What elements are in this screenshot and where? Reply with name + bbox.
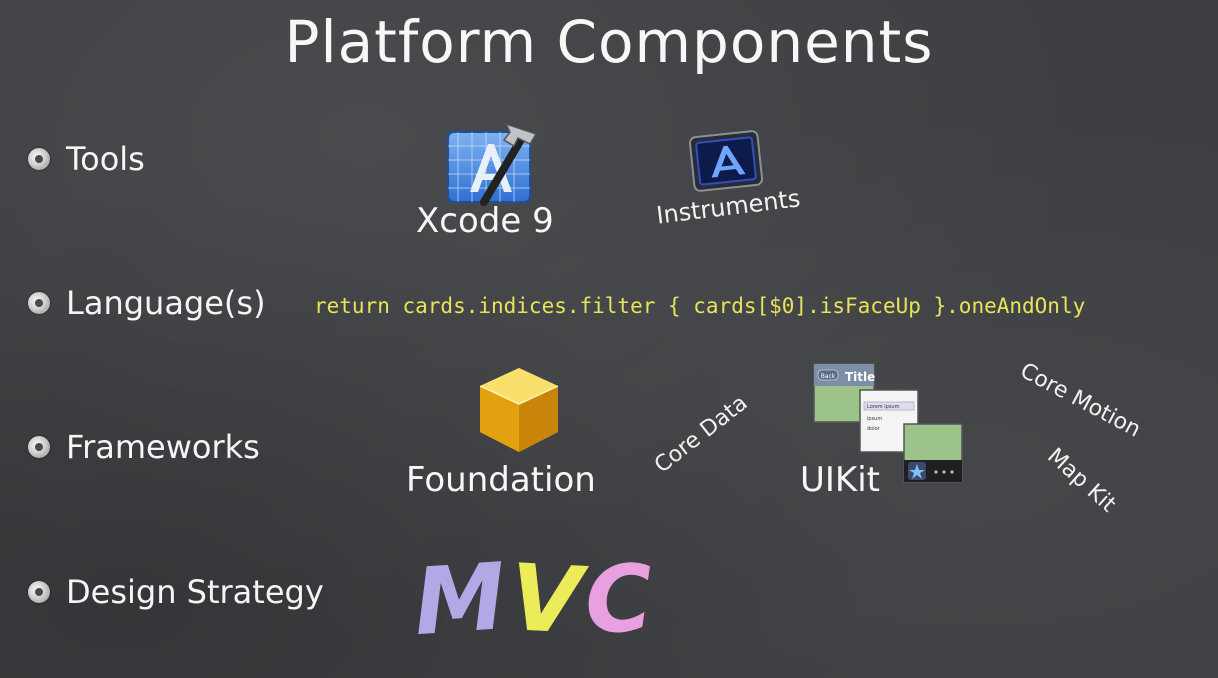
instruments-icon xyxy=(688,130,764,192)
core-motion-label: Core Motion xyxy=(1015,358,1145,443)
xcode-label: Xcode 9 xyxy=(416,201,554,241)
page-title: Platform Components xyxy=(284,8,934,76)
bullet-icon xyxy=(28,148,50,170)
uikit-list-item: dolor xyxy=(867,426,881,432)
uikit-label: UIKit xyxy=(800,460,880,500)
bullet-label: Language(s) xyxy=(66,284,266,322)
xcode-icon xyxy=(447,122,538,206)
uikit-list-item: Lorem ipsum xyxy=(867,404,900,410)
bullet-label: Design Strategy xyxy=(66,573,324,611)
mvc-c-letter: C xyxy=(582,544,660,655)
code-snippet: return cards.indices.filter { cards[$0].… xyxy=(314,294,1086,318)
bullet-languages: Language(s) xyxy=(28,284,266,322)
mvc-logo: MVC xyxy=(410,543,660,656)
foundation-cube-icon xyxy=(479,368,559,452)
bullet-tools: Tools xyxy=(28,140,145,178)
instruments-label: Instruments xyxy=(654,184,802,230)
bullet-design-strategy: Design Strategy xyxy=(28,573,324,611)
map-kit-label: Map Kit xyxy=(1042,443,1121,518)
bullet-frameworks: Frameworks xyxy=(28,428,260,466)
bullet-icon xyxy=(28,581,50,603)
uikit-title-text: Title xyxy=(845,370,875,384)
bullet-label: Tools xyxy=(66,140,145,178)
bullet-icon xyxy=(28,292,50,314)
mvc-v-letter: V xyxy=(506,544,588,655)
foundation-label: Foundation xyxy=(406,460,596,500)
bullet-label: Frameworks xyxy=(66,428,260,466)
mvc-m-letter: M xyxy=(410,542,514,657)
core-data-label: Core Data xyxy=(650,390,753,479)
uikit-icon: Back Title Lorem ipsum ipsum dolor xyxy=(813,363,963,483)
uikit-back-text: Back xyxy=(821,373,836,380)
bullet-icon xyxy=(28,436,50,458)
uikit-list-item: ipsum xyxy=(867,416,882,422)
